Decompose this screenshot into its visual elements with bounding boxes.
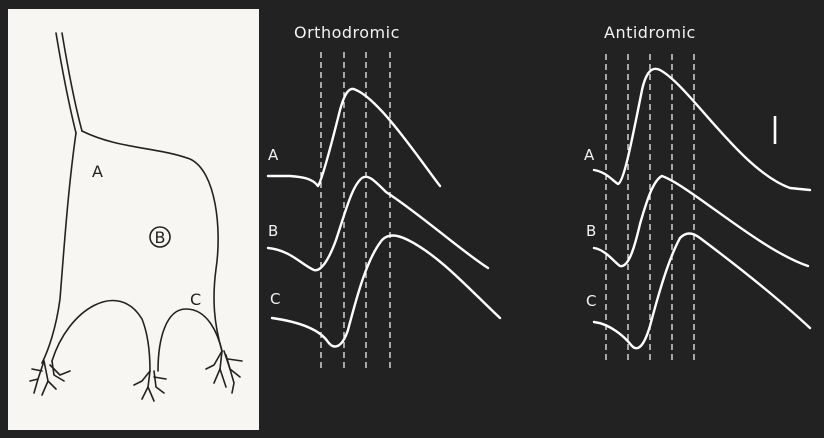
anti-label-c: C [586,292,596,310]
anti-label-b: B [586,222,596,240]
anti-label-a: A [584,146,595,164]
ortho-label-c: C [270,290,280,308]
anti-trace-a [594,69,810,190]
orthodromic-title: Orthodromic [294,23,400,42]
orthodromic-markers [321,52,390,368]
ortho-trace-b [268,177,488,270]
antidromic-title: Antidromic [604,23,696,42]
anti-trace-b [594,176,808,266]
ortho-trace-a [268,89,440,186]
ortho-label-a: A [268,146,279,164]
ortho-label-b: B [268,222,278,240]
antidromic-markers [606,54,694,362]
